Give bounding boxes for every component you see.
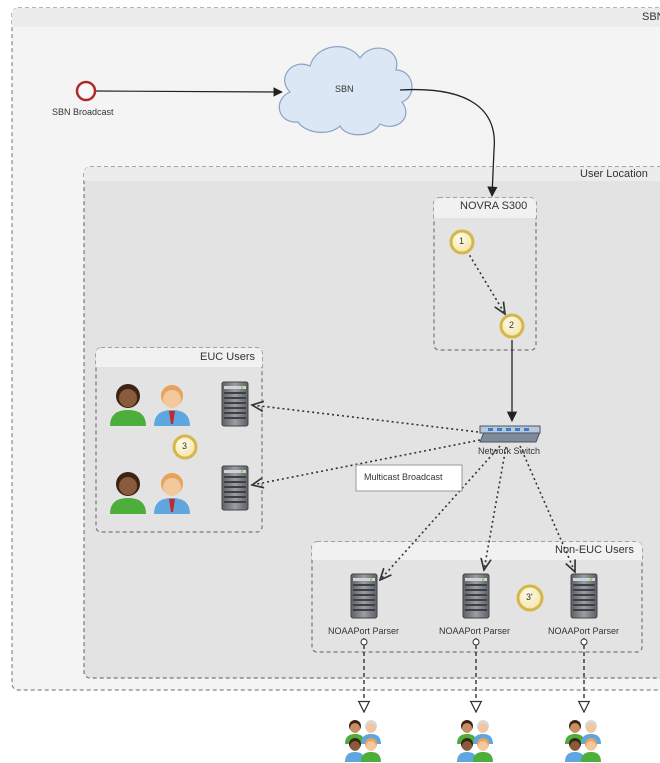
cloud-label: SBN bbox=[335, 84, 354, 94]
step-2-label: 2 bbox=[509, 320, 515, 330]
cloud-icon[interactable] bbox=[278, 46, 413, 136]
people-group-icon bbox=[457, 720, 493, 762]
edge-step1-to-step2 bbox=[466, 250, 505, 314]
user-location-title: User Location bbox=[580, 168, 648, 180]
parser-label-2: NOAAPort Parser bbox=[439, 626, 511, 636]
start-event-icon[interactable] bbox=[75, 80, 97, 102]
multicast-label: Multicast Broadcast bbox=[364, 472, 443, 482]
people-group-icon bbox=[345, 720, 381, 762]
step-3-label: 3 bbox=[182, 441, 188, 451]
step-badge-1[interactable] bbox=[449, 229, 475, 255]
network-switch-icon[interactable] bbox=[479, 425, 541, 443]
edge-broadcast-to-sbn bbox=[95, 87, 283, 97]
step-3-prime-label: 3' bbox=[526, 592, 533, 602]
network-switch-label: Network Switch bbox=[478, 446, 541, 456]
non-euc-title: Non-EUC Users bbox=[555, 544, 634, 556]
step-badge-3[interactable] bbox=[172, 434, 198, 460]
step-badge-3-prime[interactable] bbox=[516, 584, 544, 612]
euc-server-icon[interactable] bbox=[221, 381, 249, 427]
people-group-icon bbox=[565, 720, 601, 762]
parser-label-3: NOAAPort Parser bbox=[548, 626, 620, 636]
step-badge-2[interactable] bbox=[499, 313, 525, 339]
parser-label-1: NOAAPort Parser bbox=[328, 626, 400, 636]
edge-switch-to-parser-2 bbox=[484, 446, 507, 570]
edge-sbn-to-novra bbox=[399, 88, 498, 198]
step-1-label: 1 bbox=[459, 236, 465, 246]
multicast-note bbox=[355, 464, 463, 492]
parser-server-icon[interactable] bbox=[570, 573, 598, 619]
sbn-pool-title: SBN bbox=[642, 11, 660, 23]
novra-title: NOVRA S300 bbox=[460, 200, 528, 212]
edge-switch-to-euc-server-2 bbox=[252, 439, 481, 485]
start-event-label: SBN Broadcast bbox=[52, 107, 114, 117]
parser-server-icon[interactable] bbox=[350, 573, 378, 619]
euc-server-icon[interactable] bbox=[221, 465, 249, 511]
euc-title: EUC Users bbox=[200, 351, 256, 363]
parser-server-icon[interactable] bbox=[462, 573, 490, 619]
